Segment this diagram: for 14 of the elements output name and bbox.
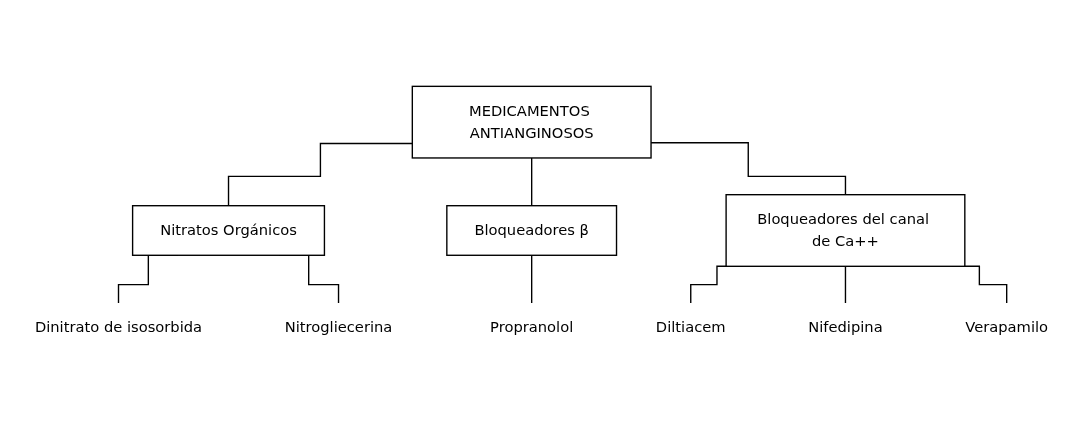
node-text: Diltiacem — [655, 318, 726, 336]
node-text: Nifedipina — [808, 318, 883, 336]
connector — [227, 142, 413, 206]
node-box: MEDICAMENTOS ANTIANGINOSOS — [411, 85, 652, 159]
node-text: Nitrogliecerina — [284, 318, 393, 336]
node-box: Bloqueadores β — [446, 204, 618, 256]
connector — [844, 265, 847, 304]
node-text: Propranolol — [490, 318, 574, 336]
node-box: Nitratos Orgánicos — [131, 204, 326, 256]
node-box: Bloqueadores del canal de Ca++ — [725, 193, 966, 267]
node-text: Verapamilo — [965, 318, 1049, 336]
connector — [531, 156, 533, 206]
node-text: Dinitrato de isosorbida — [34, 318, 203, 336]
connector — [531, 254, 533, 304]
